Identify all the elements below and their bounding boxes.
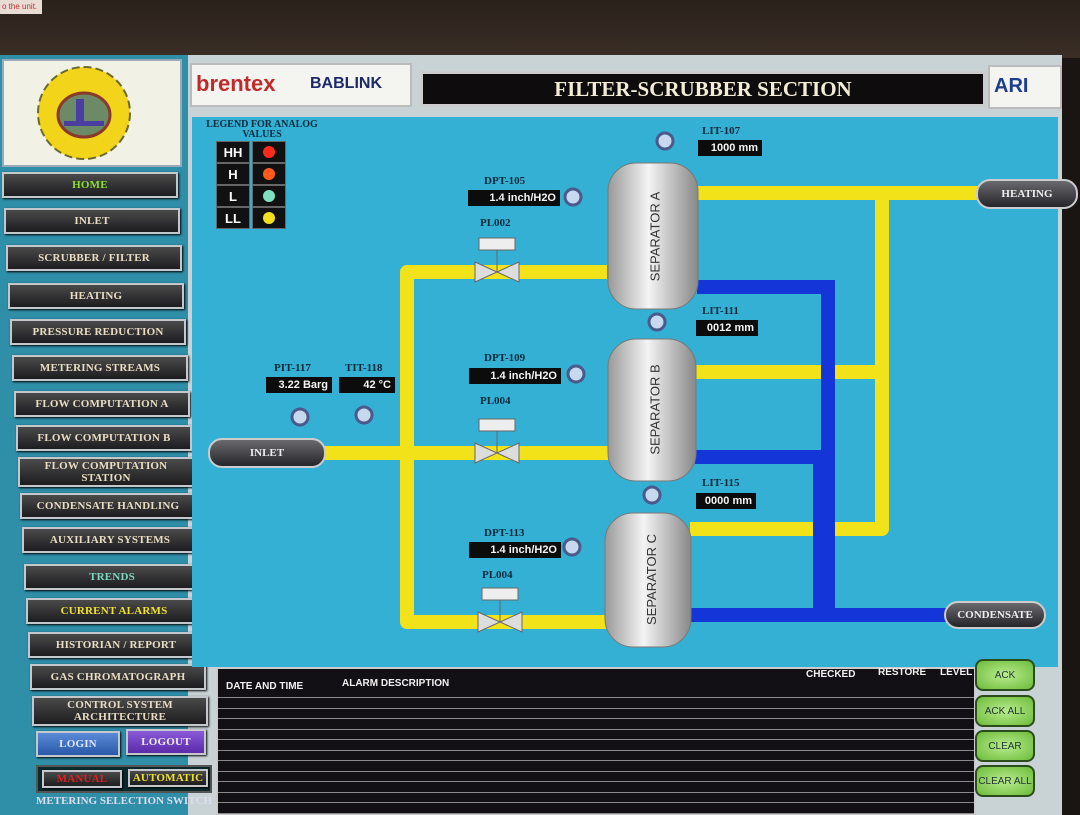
alarm-row-divider: [218, 718, 974, 719]
lit-115-tag: LIT-115: [702, 477, 740, 489]
bablink-logo: BABLINK: [310, 75, 382, 92]
alarm-row-divider: [218, 812, 974, 814]
alarm-row-divider: [218, 760, 974, 761]
heating-button[interactable]: HEATING: [976, 179, 1078, 209]
separator-a-vessel: [607, 162, 699, 310]
drain-a: [697, 280, 835, 615]
brentex-logo: brentex: [196, 71, 276, 96]
alarm-row-divider: [218, 781, 974, 782]
alarm-row-divider: [218, 802, 974, 803]
col-level: LEVEL: [940, 667, 973, 678]
partner-logos: brentex BABLINK: [190, 63, 412, 107]
separator-b-label: SEPARATOR B: [647, 364, 663, 455]
alarm-row-divider: [218, 749, 974, 751]
col-checked: CHECKED: [806, 669, 856, 680]
lit-107-tag: LIT-107: [702, 125, 741, 137]
nav-flow-computation-a[interactable]: FLOW COMPUTATION A: [14, 391, 190, 417]
legend-label: LL: [216, 207, 250, 229]
valve-pl004-c-tag: PL004: [482, 569, 513, 581]
nav-pressure-reduction[interactable]: PRESSURE REDUCTION: [10, 319, 186, 345]
legend-indicator-icon: [252, 163, 286, 185]
lit-111-value: 0012 mm: [696, 320, 758, 336]
dpt-109-value: 1.4 inch/H2O: [469, 368, 561, 384]
login-button[interactable]: LOGIN: [36, 731, 120, 757]
valve-icons: [474, 237, 523, 633]
legend-indicator-icon: [252, 141, 286, 163]
nav-gas-chromatograph[interactable]: GAS CHROMATOGRAPH: [30, 664, 206, 690]
metering-selection-switch: MANUAL AUTOMATIC: [36, 765, 212, 793]
alarm-row-divider: [218, 739, 974, 740]
pit-117-tag: PIT-117: [274, 362, 311, 374]
lit-107-value: 1000 mm: [698, 140, 762, 156]
lit-115-value: 0000 mm: [696, 493, 756, 509]
col-date-time: DATE AND TIME: [226, 681, 304, 692]
legend-label: H: [216, 163, 250, 185]
transmitter-icons: [290, 131, 675, 557]
nav-metering-streams[interactable]: METERING STREAMS: [12, 355, 188, 381]
left-navigation-panel: HOME INLET SCRUBBER / FILTER HEATING PRESSUR…: [0, 55, 212, 815]
nav-home[interactable]: HOME: [2, 172, 178, 198]
alarm-row-divider: [218, 697, 974, 698]
alarm-row-divider: [218, 728, 974, 730]
legend-indicator-icon: [252, 185, 286, 207]
dpt-113-tag: DPT-113: [484, 527, 525, 539]
condensate-button[interactable]: CONDENSATE: [944, 601, 1046, 629]
alarm-row-divider: [218, 770, 974, 772]
valve-pl004-b-tag: PL004: [480, 395, 511, 407]
nav-condensate-handling[interactable]: CONDENSATE HANDLING: [20, 493, 196, 519]
nav-scrubber-filter[interactable]: SCRUBBER / FILTER: [6, 245, 182, 271]
logout-button[interactable]: LOGOUT: [126, 729, 206, 755]
ack-all-button[interactable]: ACK ALL: [975, 695, 1035, 727]
nav-trends[interactable]: TRENDS: [24, 564, 200, 590]
dpt-113-value: 1.4 inch/H2O: [469, 542, 561, 558]
legend-label: HH: [216, 141, 250, 163]
nav-historian-report[interactable]: HISTORIAN / REPORT: [28, 632, 204, 658]
alarm-row-divider: [218, 707, 974, 709]
dpt-109-tag: DPT-109: [484, 352, 526, 364]
tit-118-tag: TIT-118: [345, 362, 383, 374]
gas-collector: [690, 193, 889, 536]
clear-all-button[interactable]: CLEAR ALL: [975, 765, 1035, 797]
nav-inlet[interactable]: INLET: [4, 208, 180, 234]
nav-flow-computation-b[interactable]: FLOW COMPUTATION B: [16, 425, 192, 451]
nav-flow-computation-station[interactable]: FLOW COMPUTATION STATION: [18, 457, 194, 487]
sticker-note: o the unit.: [0, 0, 42, 14]
hmi-screen: HOME INLET SCRUBBER / FILTER HEATING PRESSUR…: [0, 55, 1078, 815]
legend-title: LEGEND FOR ANALOG VALUES: [206, 119, 318, 140]
drain-b: [695, 450, 827, 615]
nav-heating[interactable]: HEATING: [8, 283, 184, 309]
nav-current-alarms[interactable]: CURRENT ALARMS: [26, 598, 202, 624]
monitor-bezel: [0, 0, 1080, 58]
dpt-105-value: 1.4 inch/H2O: [468, 190, 560, 206]
separator-b-vessel: [607, 338, 697, 482]
pipe-network: [290, 131, 982, 648]
legend-label: L: [216, 185, 250, 207]
page-title: FILTER-SCRUBBER SECTION: [420, 71, 986, 107]
switch-caption: METERING SELECTION SWITCH: [36, 795, 213, 807]
separator-c-vessel: [604, 512, 692, 648]
alarm-row-divider: [218, 791, 974, 793]
dpt-105-tag: DPT-105: [484, 175, 526, 187]
company-logo: [2, 59, 182, 167]
legend-indicator-icon: [252, 207, 286, 229]
inlet-button[interactable]: INLET: [208, 438, 326, 468]
ack-button[interactable]: ACK: [975, 659, 1035, 691]
lit-111-tag: LIT-111: [702, 305, 739, 317]
pit-117-value: 3.22 Barg: [266, 377, 332, 393]
automatic-button[interactable]: AUTOMATIC: [128, 769, 208, 787]
ari-logo: ARI: [988, 65, 1062, 109]
tit-118-value: 42 °C: [339, 377, 395, 393]
clear-button[interactable]: CLEAR: [975, 730, 1035, 762]
manual-button[interactable]: MANUAL: [42, 770, 122, 788]
separator-a-label: SEPARATOR A: [647, 191, 663, 282]
nav-auxiliary-systems[interactable]: AUXILIARY SYSTEMS: [22, 527, 198, 553]
col-alarm-description: ALARM DESCRIPTION: [342, 678, 450, 689]
alarm-table: DATE AND TIME ALARM DESCRIPTION CHECKED …: [216, 667, 976, 815]
nav-control-system-architecture[interactable]: CONTROL SYSTEM ARCHITECTURE: [32, 696, 208, 726]
valve-pl002-tag: PL002: [480, 217, 511, 229]
col-restore: RESTORE: [878, 667, 927, 678]
separator-c-label: SEPARATOR C: [644, 533, 660, 626]
